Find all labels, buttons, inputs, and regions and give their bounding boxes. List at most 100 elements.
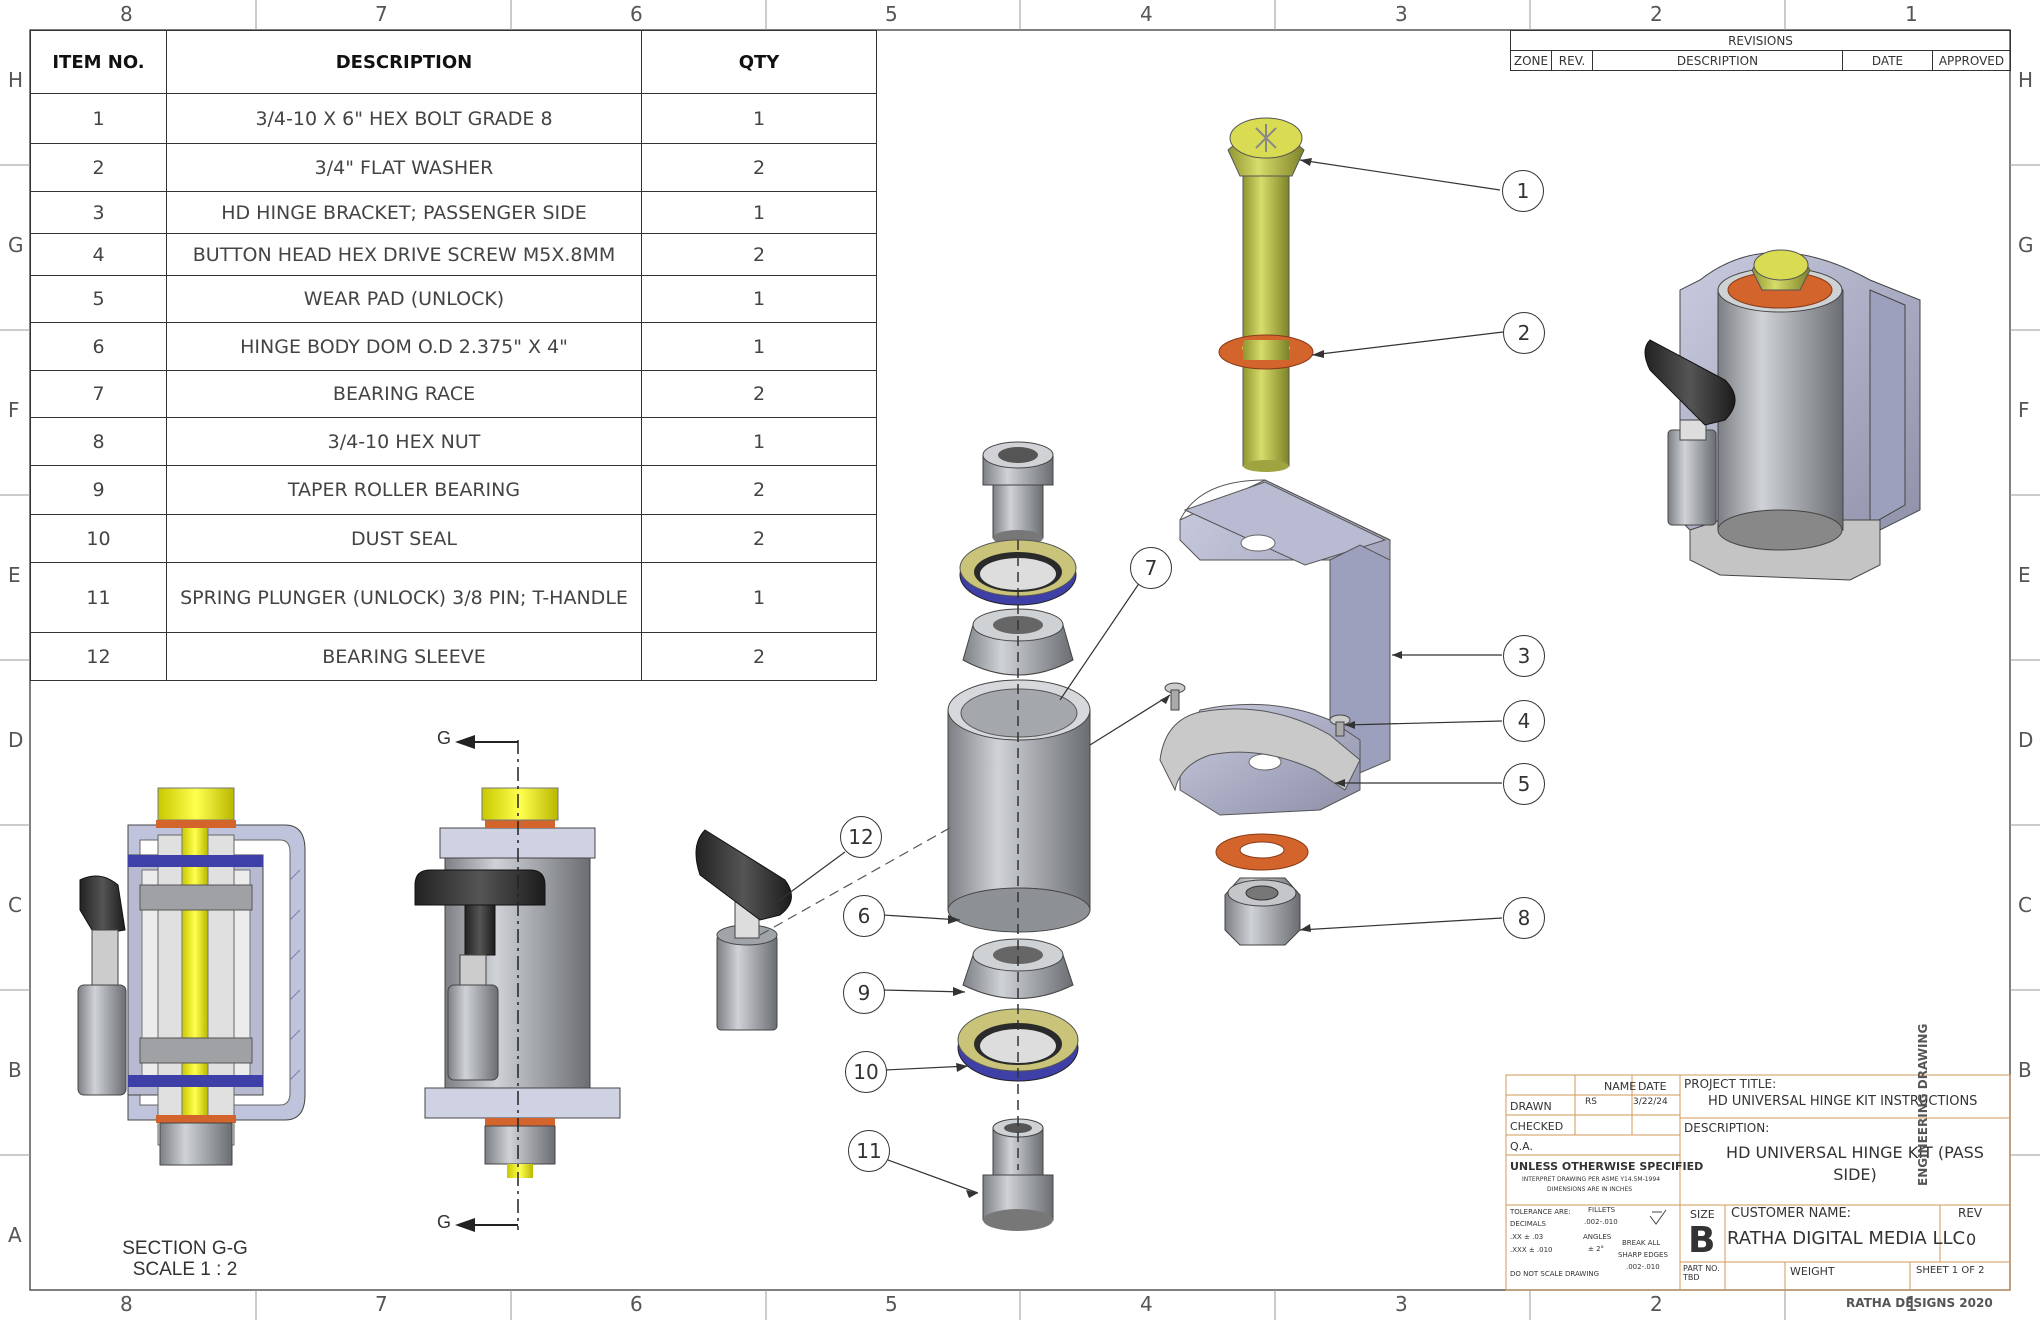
section-view <box>77 787 306 1166</box>
spring-plunger <box>695 829 792 1031</box>
tb-decimals: DECIMALS <box>1510 1220 1546 1228</box>
bom-item: 1 <box>30 93 167 144</box>
tb-footer: RATHA DESIGNS 2020 <box>1846 1296 1993 1310</box>
section-title: SECTION G-G <box>122 1238 248 1259</box>
bom-description: DUST SEAL <box>166 514 642 563</box>
bom-header-item: ITEM NO. <box>30 30 167 94</box>
taper-roller-bearing <box>962 938 1074 999</box>
tb-drawn-name: RS <box>1585 1097 1597 1107</box>
bom-qty: 1 <box>641 275 877 323</box>
callout-balloon: 10 <box>845 1051 887 1093</box>
surface-finish-icon <box>1649 1209 1667 1225</box>
zone-letter: F <box>2018 398 2030 422</box>
tb-interpret: INTERPRET DRAWING PER ASME Y14.5M-1994 <box>1522 1176 1661 1183</box>
tb-three-place: .XXX ± .010 <box>1510 1246 1553 1254</box>
bom-item: 4 <box>30 233 167 276</box>
tb-size: B <box>1688 1220 1716 1261</box>
tb-drawn-date: 3/22/24 <box>1633 1097 1668 1107</box>
zone-number: 3 <box>1395 1292 1408 1316</box>
tb-rev-label: REV <box>1958 1206 1983 1220</box>
zone-letter: A <box>8 1223 22 1247</box>
tb-unless: UNLESS OTHERWISE SPECIFIED <box>1510 1160 1704 1173</box>
zone-number: 7 <box>375 1292 388 1316</box>
zone-number: 7 <box>375 2 388 26</box>
tb-angles: ANGLES <box>1583 1233 1612 1241</box>
zone-number: 1 <box>1905 1292 1918 1316</box>
bom-item: 9 <box>30 465 167 515</box>
button-head-screw <box>1164 682 1351 737</box>
bom-item: 12 <box>30 632 167 681</box>
hinge-body-tube <box>947 679 1091 933</box>
bom-item: 3 <box>30 191 167 234</box>
tb-sheet: SHEET 1 OF 2 <box>1916 1265 1985 1276</box>
dust-seal <box>959 539 1077 606</box>
bom-qty: 2 <box>641 143 877 192</box>
tb-drawn-label: DRAWN <box>1510 1100 1552 1113</box>
bom-description: BEARING SLEEVE <box>166 632 642 681</box>
rev-col-date: DATE <box>1842 50 1933 71</box>
zone-number: 3 <box>1395 2 1408 26</box>
zone-number: 4 <box>1140 2 1153 26</box>
bom-header-qty: QTY <box>641 30 877 94</box>
tb-customer-label: CUSTOMER NAME: <box>1731 1206 1852 1221</box>
tb-customer: RATHA DIGITAL MEDIA LLC <box>1727 1228 1966 1249</box>
section-label: SECTION G-G SCALE 1 : 2 <box>100 1238 270 1280</box>
assembled-isometric-view <box>1644 249 1921 581</box>
zone-letter: H <box>2018 68 2034 92</box>
bom-header-row: ITEM NO. DESCRIPTION QTY <box>30 30 877 94</box>
tb-tolerance: TOLERANCE ARE: <box>1510 1208 1571 1216</box>
zone-number: 1 <box>1905 2 1918 26</box>
revisions-table: REVISIONS ZONE REV. DESCRIPTION DATE APP… <box>1510 30 2011 71</box>
section-marker-top: G <box>437 728 452 748</box>
tb-break-all: BREAK ALL <box>1622 1239 1661 1247</box>
zone-letter: F <box>8 398 20 422</box>
zone-number: 2 <box>1650 1292 1663 1316</box>
hex-bolt <box>1227 117 1305 472</box>
zone-number: 2 <box>1650 2 1663 26</box>
zone-letter: G <box>8 233 24 257</box>
tb-project-title-label: PROJECT TITLE: <box>1684 1077 1777 1091</box>
tb-checked-label: CHECKED <box>1510 1120 1564 1133</box>
tb-description: HD UNIVERSAL HINGE KIT (PASS SIDE) <box>1726 1143 1984 1184</box>
rev-col-description: DESCRIPTION <box>1592 50 1843 71</box>
bom-header-description: DESCRIPTION <box>166 30 642 94</box>
zone-number: 8 <box>120 1292 133 1316</box>
callout-balloon: 8 <box>1503 897 1545 939</box>
tb-description-label: DESCRIPTION: <box>1684 1121 1770 1135</box>
bom-description: 3/4" FLAT WASHER <box>166 143 642 192</box>
callout-balloon: 1 <box>1502 170 1544 212</box>
tb-edge-value: .002-.010 <box>1626 1263 1660 1271</box>
bom-description: HINGE BODY DOM O.D 2.375" X 4" <box>166 322 642 371</box>
tb-fillets: FILLETS <box>1588 1206 1616 1214</box>
front-view <box>414 735 621 1232</box>
tb-name-header: NAME <box>1604 1080 1637 1093</box>
bom-qty: 2 <box>641 370 877 418</box>
rev-col-zone: ZONE <box>1510 50 1552 71</box>
wear-pad <box>1159 708 1361 792</box>
zone-letter: B <box>2018 1058 2032 1082</box>
bearing-sleeve <box>982 441 1054 546</box>
zone-letter: E <box>8 563 21 587</box>
zone-letter: B <box>8 1058 22 1082</box>
tb-no-scale: DO NOT SCALE DRAWING <box>1510 1270 1600 1278</box>
tb-fillet-value: .002-.010 <box>1584 1218 1618 1226</box>
tb-size-label: SIZE <box>1690 1208 1715 1221</box>
bom-qty: 1 <box>641 417 877 466</box>
callout-balloon: 11 <box>848 1130 890 1172</box>
tb-sharp-edges: SHARP EDGES <box>1618 1251 1668 1259</box>
bom-qty: 2 <box>641 632 877 681</box>
bom-item: 6 <box>30 322 167 371</box>
bom-description: BEARING RACE <box>166 370 642 418</box>
callout-balloon: 6 <box>843 895 885 937</box>
zone-number: 8 <box>120 2 133 26</box>
bom-item: 11 <box>30 562 167 633</box>
callout-balloon: 9 <box>843 972 885 1014</box>
bom-description: 3/4-10 HEX NUT <box>166 417 642 466</box>
